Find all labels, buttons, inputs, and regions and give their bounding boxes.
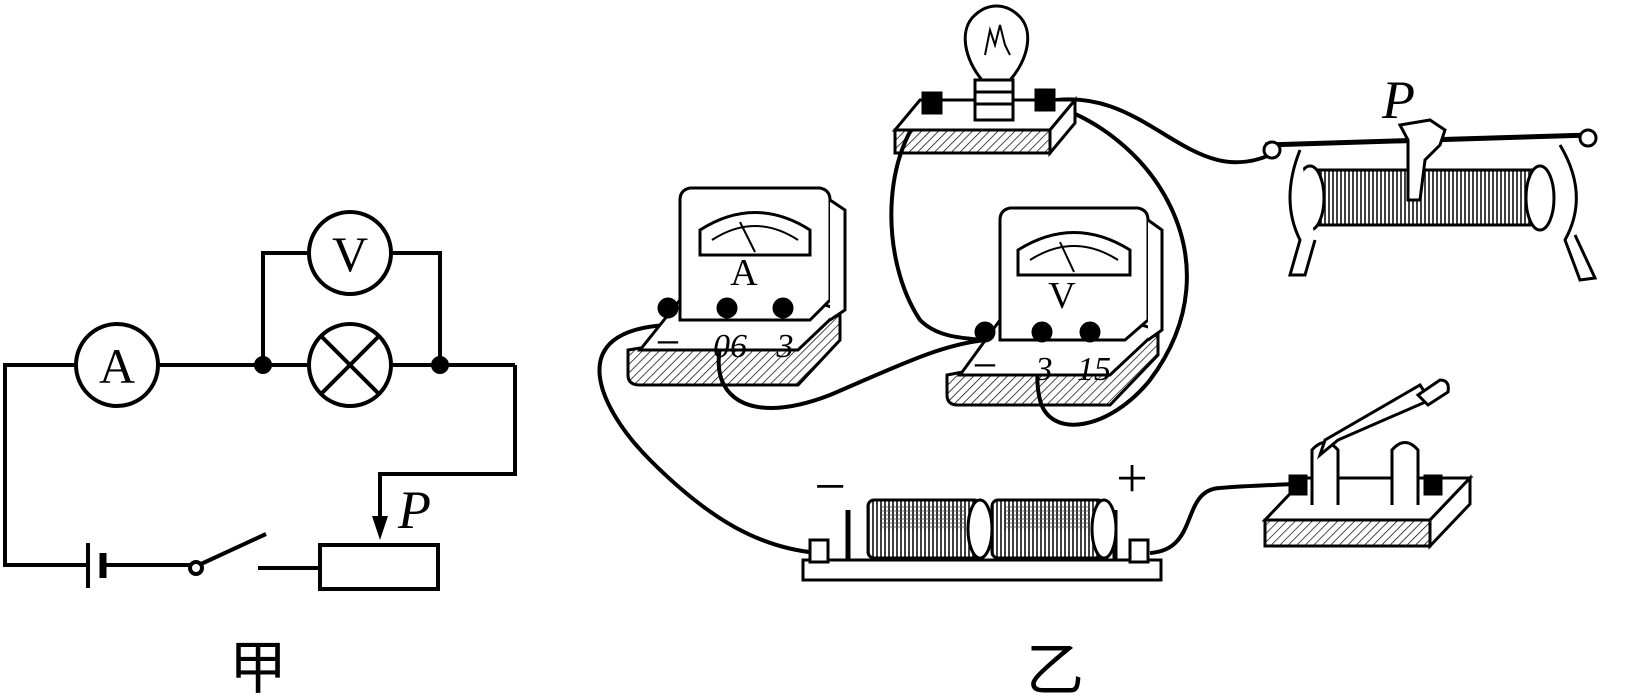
battery-plus-label: + xyxy=(1116,448,1148,510)
rheostat-slider-label-yi: P xyxy=(1381,70,1415,130)
lamp-board-side xyxy=(1048,95,1077,158)
bulb-filament xyxy=(984,24,1011,56)
switch-pivot xyxy=(188,560,204,576)
wire-left xyxy=(3,363,88,567)
ammeter-label: A xyxy=(730,252,758,294)
ammeter-terminal-3 xyxy=(772,297,794,319)
wire-voltmeter-right xyxy=(390,251,442,365)
wire-voltmeter-left xyxy=(261,251,310,365)
battery-base-plate xyxy=(801,558,1163,582)
voltmeter-device xyxy=(945,206,1164,407)
switch-base-front xyxy=(1263,518,1432,548)
wire-right-to-slider xyxy=(378,365,517,520)
knife-switch xyxy=(1261,378,1474,550)
wire-ammeter-minus-to-battery xyxy=(597,323,819,555)
battery-holder xyxy=(801,498,1163,582)
ammeter-terminal-minus xyxy=(657,297,679,319)
lamp-board-front xyxy=(893,128,1052,155)
voltmeter-needle xyxy=(1059,241,1075,273)
rheostat-bar-end-right xyxy=(1578,128,1598,148)
schematic-jia xyxy=(3,210,517,591)
ammeter-device xyxy=(626,186,847,387)
ammeter-scale-arc xyxy=(711,225,799,241)
voltmeter-case-side xyxy=(1147,218,1164,342)
ammeter-terminal-06 xyxy=(716,297,738,319)
ammeter-terminal-3-label: 3 xyxy=(776,328,794,365)
switch-blade xyxy=(200,532,267,566)
voltmeter-dial xyxy=(1016,231,1132,277)
battery-minus-label: − xyxy=(814,456,846,518)
ammeter-terminal-minus-label: − xyxy=(656,318,681,367)
switch-terminal-left xyxy=(1288,474,1308,496)
voltmeter-terminal-3-label: 3 xyxy=(1035,351,1053,388)
voltmeter-terminal-minus-label: − xyxy=(973,341,998,390)
battery-terminal-minus xyxy=(808,538,830,564)
junction-dot-right xyxy=(431,356,449,374)
ammeter-case-side xyxy=(829,198,847,322)
voltmeter-symbol: V xyxy=(332,226,368,282)
battery-cell-1-label xyxy=(880,505,965,530)
rheostat-leg-right xyxy=(1558,144,1598,282)
junction-dot-left xyxy=(254,356,272,374)
rheostat-leg-left xyxy=(1288,149,1317,277)
caption-yi: 乙 xyxy=(1026,636,1084,693)
battery-terminal-plus xyxy=(1128,538,1150,564)
lamp-terminal-right xyxy=(1034,88,1056,112)
switch-jaw-post xyxy=(1390,441,1420,505)
rheostat-slider-contact xyxy=(1397,118,1447,202)
voltmeter-terminal-15 xyxy=(1079,321,1101,343)
voltmeter-circle xyxy=(307,210,393,296)
ammeter-terminal-06-label: 06 xyxy=(713,328,747,365)
wire-battery-plus-to-switch xyxy=(1149,482,1296,555)
ammeter-needle xyxy=(739,221,756,253)
voltmeter-scale-arc xyxy=(1029,245,1119,261)
lamp-socket xyxy=(973,78,1015,122)
wire-lamp-right-to-rheostat xyxy=(1043,97,1281,165)
lamp-terminal-left xyxy=(921,91,943,115)
ammeter-symbol: A xyxy=(99,338,135,394)
caption-jia: 甲 xyxy=(229,634,287,693)
battery-cell-2-end xyxy=(1090,498,1118,560)
voltmeter-label: V xyxy=(1048,275,1076,317)
ammeter-dial xyxy=(698,211,812,257)
apparatus-yi: A − 06 3 V − 3 15 xyxy=(597,4,1598,698)
battery-cell-1-end xyxy=(966,498,994,560)
rheostat-device xyxy=(1262,118,1598,282)
rheostat-end-cap-right xyxy=(1524,164,1556,232)
battery-cell-2-label xyxy=(1004,505,1089,530)
slider-arrowhead xyxy=(372,516,388,540)
lamp-cross-2 xyxy=(319,334,381,396)
rheostat-slider-label: P xyxy=(397,480,431,540)
rheostat-bar-end-left xyxy=(1262,140,1282,160)
voltmeter-terminal-minus xyxy=(974,321,996,343)
switch-terminal-right xyxy=(1423,474,1443,496)
switch-handle xyxy=(1415,378,1450,407)
ammeter-circle xyxy=(74,322,160,408)
rheostat-coil xyxy=(1308,168,1542,227)
lamp-assembly xyxy=(891,4,1079,158)
rheostat-body xyxy=(318,543,440,591)
voltmeter-terminal-3 xyxy=(1031,321,1053,343)
switch-base-side xyxy=(1428,474,1472,550)
voltmeter-terminal-15-label: 15 xyxy=(1077,351,1111,388)
